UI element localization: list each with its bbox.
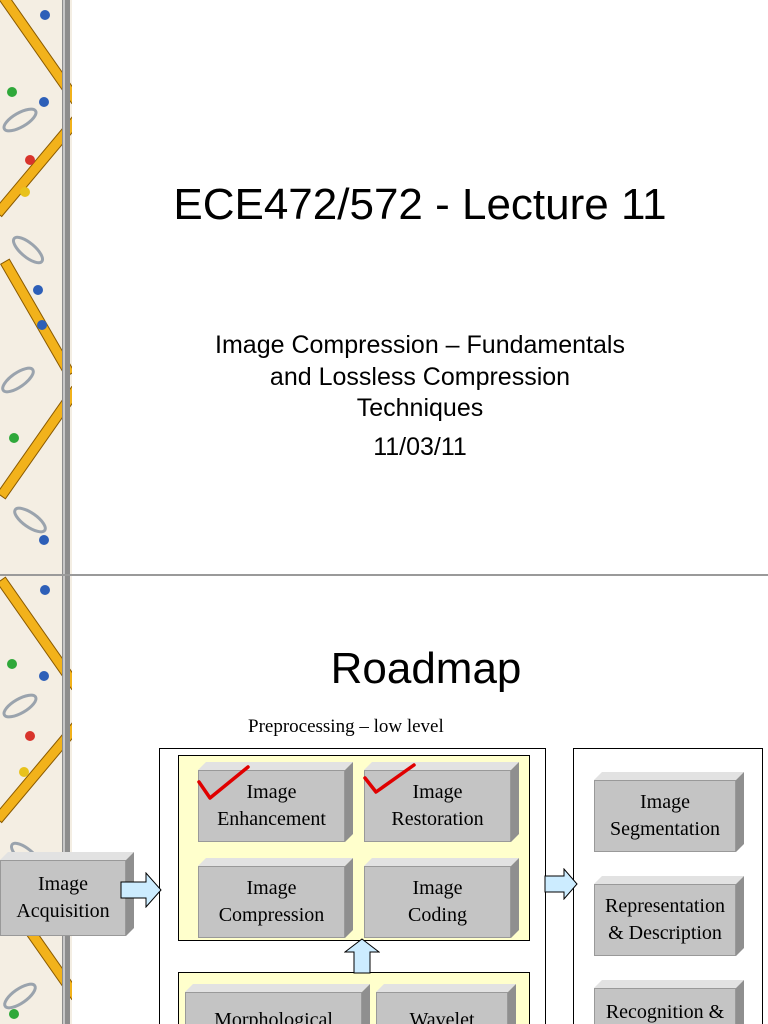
box-label: Recognition & [594,988,736,1024]
image-compression-box: Image Compression [198,858,353,938]
pencils-paperclips-pattern [0,0,72,576]
image-segmentation-box: Image Segmentation [594,772,744,852]
right-arrow-icon [120,872,162,908]
box-label: Image Segmentation [594,780,736,852]
box-label: Image Coding [364,866,511,938]
box-label: Image Compression [198,866,345,938]
subtitle-line: Techniques [356,394,484,422]
checkmark-icon [197,765,250,800]
lecture-date: 11/03/11 [373,433,467,461]
wavelet-box: Wavelet [376,984,516,1024]
slide-title: ECE472/572 - Lecture 11 Image Compressio… [0,0,768,576]
right-arrow-icon [544,868,578,900]
image-acquisition-box: Image Acquisition [0,852,134,936]
preprocessing-caption: Preprocessing – low level [248,716,444,737]
box-label: Morphological [185,992,362,1024]
recognition-box: Recognition & [594,980,744,1024]
representation-description-box: Representation & Description [594,876,744,956]
box-label: Image Acquisition [0,860,126,936]
morphological-box: Morphological [185,984,370,1024]
up-arrow-icon [344,938,380,974]
box-label: Image Enhancement [198,770,345,842]
lecture-title: ECE472/572 - Lecture 11 [173,180,667,229]
lecture-subtitle: Image Compression – Fundamentals and Los… [72,330,768,425]
subtitle-line: and Lossless Compression [269,362,571,391]
pencils-paperclips-pattern [0,576,72,1024]
slide-roadmap: Roadmap Preprocessing – low level Image … [0,576,768,1024]
box-label: Representation & Description [594,884,736,956]
checkmark-icon [363,763,416,794]
image-enhancement-box: Image Enhancement [198,762,353,842]
decorative-border [0,0,72,576]
decorative-border [0,576,72,1024]
slide-divider [0,574,768,576]
roadmap-title: Roadmap [330,644,522,693]
box-label: Wavelet [376,992,508,1024]
subtitle-line: Image Compression – Fundamentals [215,331,625,359]
image-coding-box: Image Coding [364,858,519,938]
